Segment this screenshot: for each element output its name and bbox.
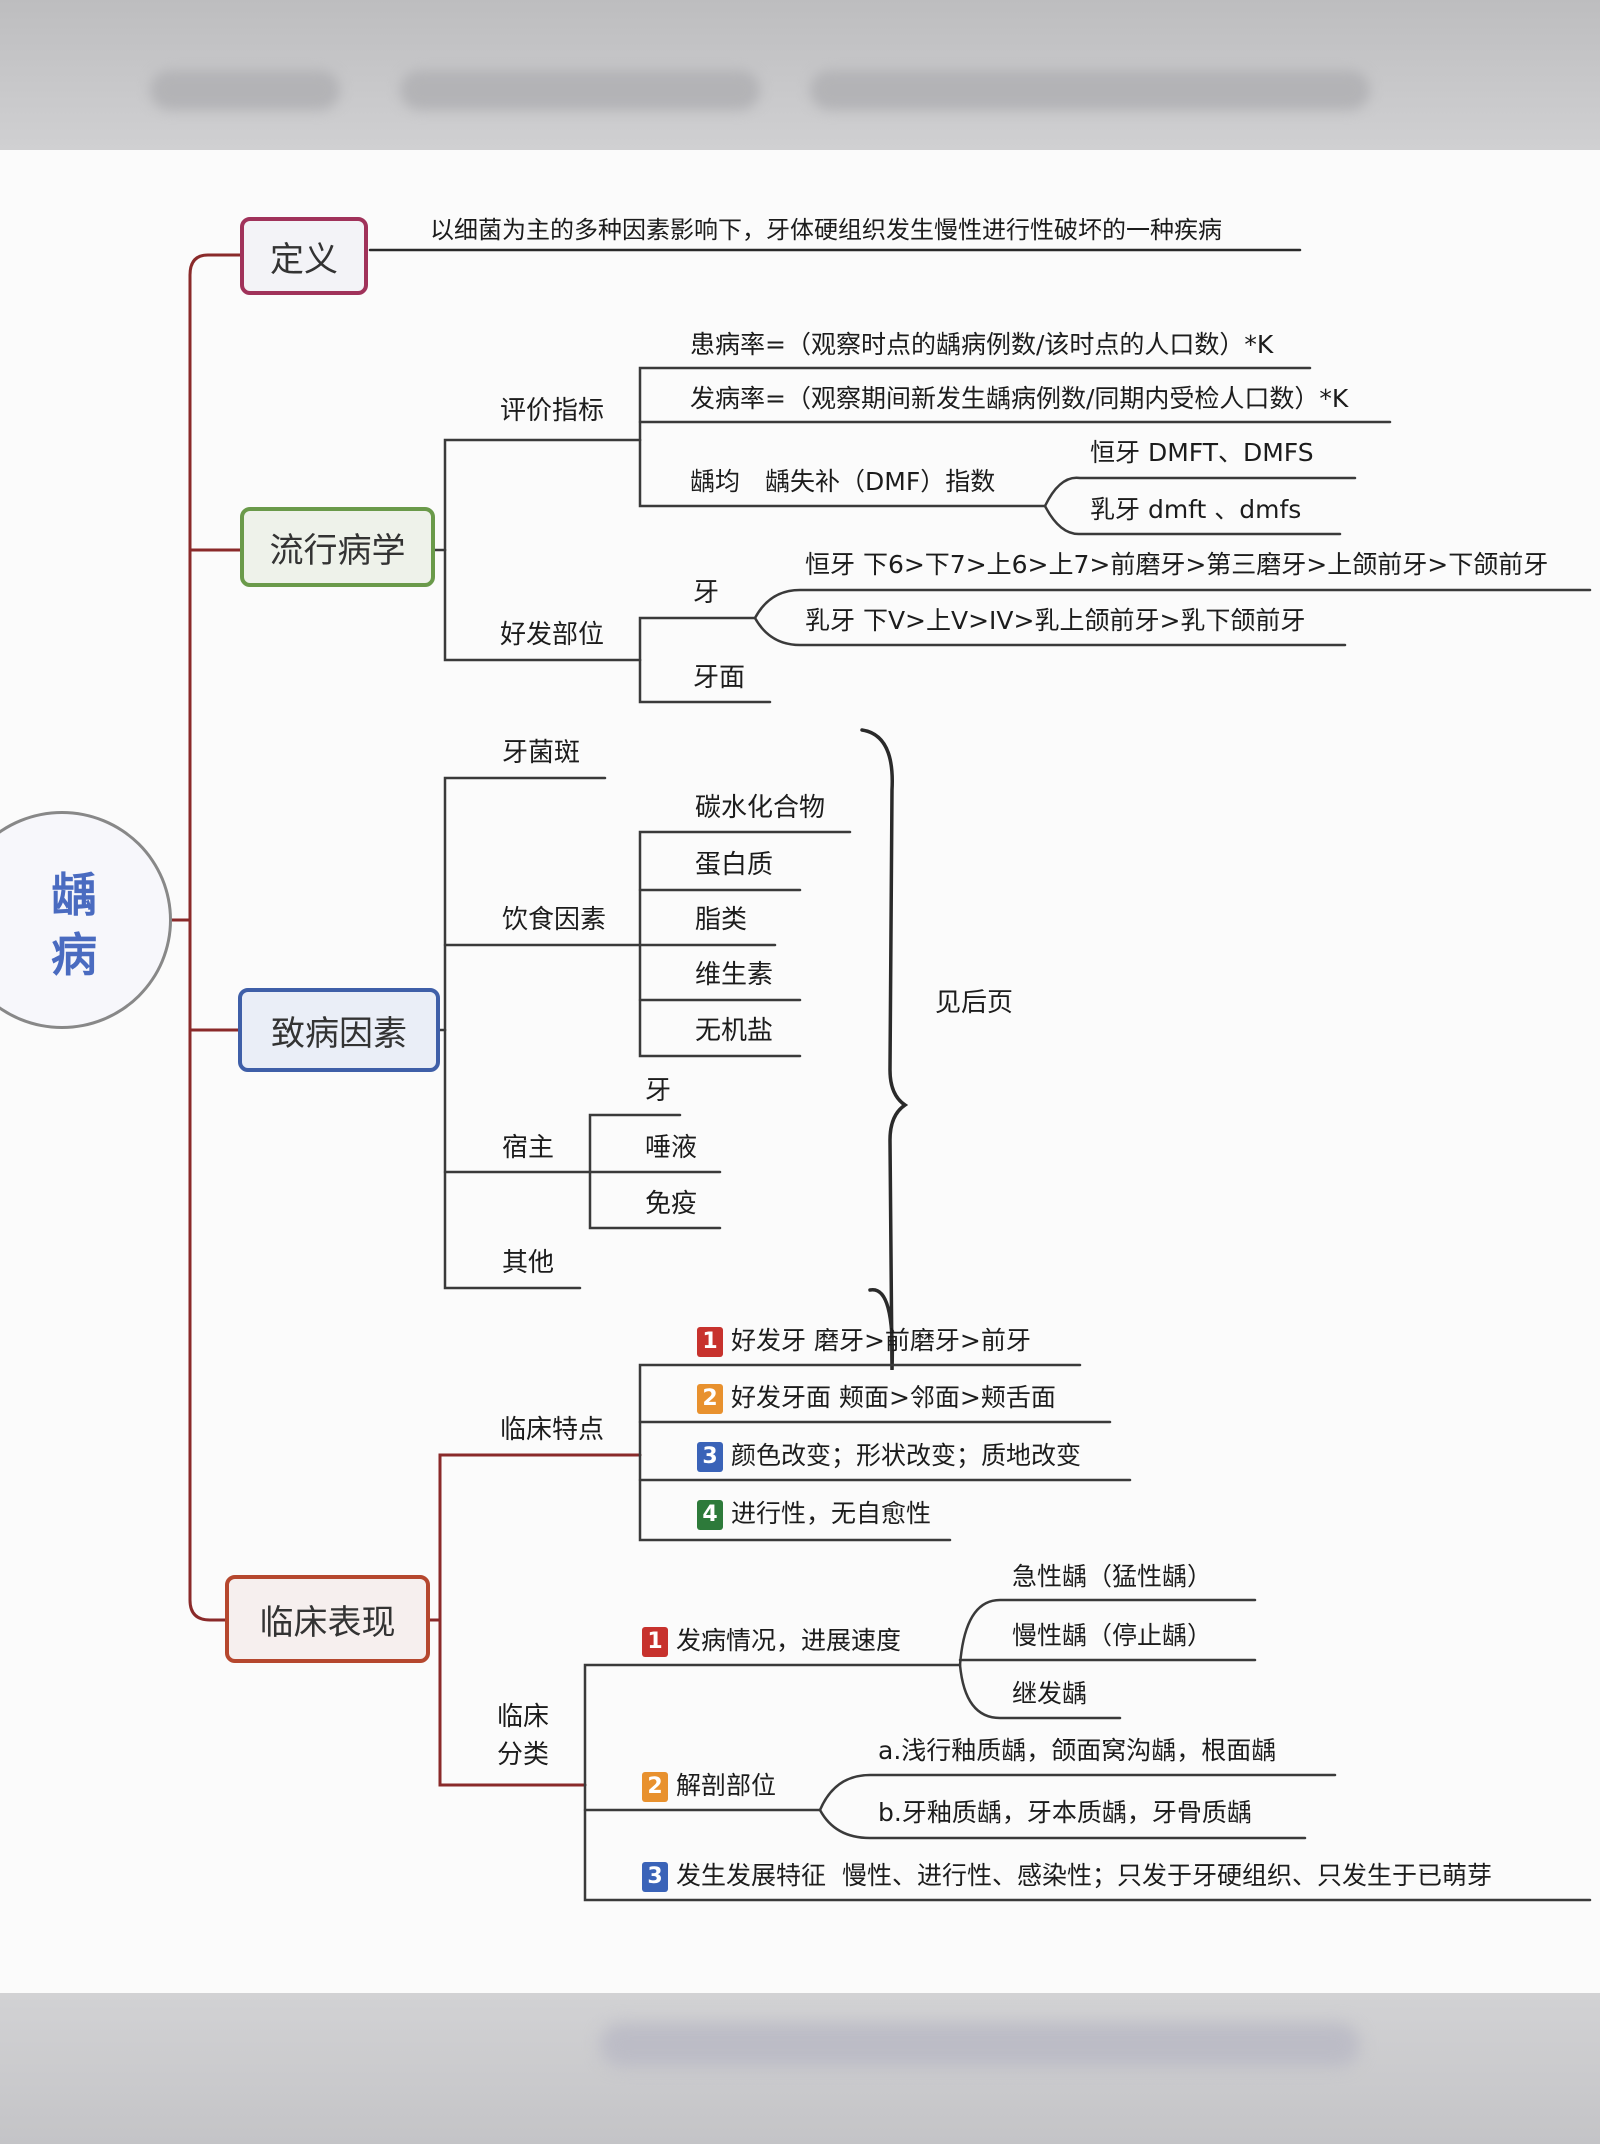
number-badge: 3 bbox=[697, 1442, 723, 1472]
prevalence-formula: 患病率=（观察时点的龋病例数/该时点的人口数）*K bbox=[690, 330, 1274, 359]
plaque-label: 牙菌斑 bbox=[502, 738, 581, 768]
incidence-formula: 发病率=（观察期间新发生龋病例数/同期内受检人口数）*K bbox=[690, 384, 1349, 413]
host-item: 唾液 bbox=[645, 1133, 698, 1163]
dmf-deciduous: 乳牙 dmft 、dmfs bbox=[1090, 495, 1302, 524]
dmf-index-label: 龋均 龋失补（DMF）指数 bbox=[690, 467, 996, 496]
feature-text: 好发牙 磨牙>前磨牙>前牙 bbox=[731, 1326, 1031, 1355]
see-next-page: 见后页 bbox=[935, 988, 1014, 1018]
root-label: 龋病 bbox=[51, 868, 97, 982]
development-item: 3 发生发展特征慢性、进行性、感染性；只发于牙硬组织、只发生于已萌芽 bbox=[642, 1862, 1492, 1892]
definition-label: 定义 bbox=[270, 239, 338, 280]
number-badge: 2 bbox=[697, 1384, 723, 1414]
epidemiology-node: 流行病学 bbox=[240, 507, 435, 587]
host-item: 牙 bbox=[645, 1076, 672, 1106]
classification-label: 临床 分类 bbox=[497, 1702, 550, 1770]
speed-item: 慢性龋（停止龋） bbox=[1012, 1621, 1213, 1650]
speed-label: 1 发病情况，进展速度 bbox=[642, 1627, 901, 1657]
number-badge: 4 bbox=[697, 1500, 723, 1530]
top-blurred-bar bbox=[0, 0, 1600, 150]
sites-tooth-label: 牙 bbox=[693, 578, 720, 608]
blurred-text bbox=[150, 70, 340, 110]
indicators-label: 评价指标 bbox=[500, 396, 605, 426]
anatomy-item: a.浅行釉质龋，颌面窝沟龋，根面龋 bbox=[878, 1736, 1277, 1765]
development-label: 发生发展特征 bbox=[676, 1861, 827, 1890]
feature-item: 4 进行性，无自愈性 bbox=[697, 1500, 931, 1530]
diet-item: 蛋白质 bbox=[695, 850, 774, 880]
number-badge: 3 bbox=[642, 1862, 668, 1892]
diet-item: 无机盐 bbox=[695, 1016, 774, 1046]
clinical-label: 临床表现 bbox=[259, 1602, 396, 1643]
blurred-text bbox=[600, 2023, 1360, 2067]
definition-text: 以细菌为主的多种因素影响下，牙体硬组织发生慢性进行性破坏的一种疾病 bbox=[430, 216, 1222, 244]
sites-permanent: 恒牙 下6>下7>上6>上7>前磨牙>第三磨牙>上颌前牙>下颌前牙 bbox=[805, 550, 1549, 579]
blurred-text bbox=[810, 70, 1370, 110]
dmf-permanent: 恒牙 DMFT、DMFS bbox=[1090, 438, 1314, 467]
sites-label: 好发部位 bbox=[500, 620, 605, 650]
speed-item: 急性龋（猛性龋） bbox=[1012, 1562, 1213, 1591]
development-text: 慢性、进行性、感染性；只发于牙硬组织、只发生于已萌芽 bbox=[842, 1861, 1493, 1890]
number-badge: 1 bbox=[642, 1627, 668, 1657]
sites-surface: 牙面 bbox=[693, 663, 746, 693]
feature-item: 1 好发牙 磨牙>前磨牙>前牙 bbox=[697, 1327, 1031, 1357]
diet-item: 碳水化合物 bbox=[695, 793, 826, 823]
feature-item: 2 好发牙面 颊面>邻面>颊舌面 bbox=[697, 1384, 1056, 1414]
number-badge: 2 bbox=[642, 1772, 668, 1802]
diet-item: 维生素 bbox=[695, 960, 774, 990]
host-item: 免疫 bbox=[645, 1189, 698, 1219]
epidemiology-label: 流行病学 bbox=[269, 530, 406, 571]
speed-text: 发病情况，进展速度 bbox=[676, 1626, 902, 1655]
number-badge: 1 bbox=[697, 1327, 723, 1357]
feature-text: 进行性，无自愈性 bbox=[731, 1499, 932, 1528]
feature-item: 3 颜色改变；形状改变；质地改变 bbox=[697, 1442, 1081, 1472]
speed-item: 继发龋 bbox=[1012, 1679, 1088, 1708]
etiology-label: 致病因素 bbox=[271, 1013, 407, 1054]
definition-node: 定义 bbox=[240, 217, 368, 295]
diet-item: 脂类 bbox=[695, 905, 748, 935]
anatomy-item: b.牙釉质龋，牙本质龋，牙骨质龋 bbox=[878, 1798, 1252, 1827]
mindmap-connectors bbox=[170, 248, 1592, 1902]
feature-text: 好发牙面 颊面>邻面>颊舌面 bbox=[731, 1383, 1056, 1412]
diet-label: 饮食因素 bbox=[502, 905, 607, 935]
sites-deciduous: 乳牙 下V>上V>IV>乳上颌前牙>乳下颌前牙 bbox=[805, 606, 1306, 635]
blurred-text bbox=[400, 70, 760, 110]
mindmap-paper: 龋病 定义 流行病学 致病因素 临床表现 以细菌为主的多种因素影响下，牙体硬组织… bbox=[0, 150, 1600, 1993]
other-label: 其他 bbox=[502, 1248, 555, 1278]
bottom-blurred-bar bbox=[0, 1993, 1600, 2144]
anatomy-text: 解剖部位 bbox=[676, 1771, 777, 1800]
etiology-node: 致病因素 bbox=[238, 988, 440, 1072]
feature-text: 颜色改变；形状改变；质地改变 bbox=[731, 1441, 1082, 1470]
clinical-node: 临床表现 bbox=[225, 1575, 430, 1663]
host-label: 宿主 bbox=[502, 1133, 555, 1163]
anatomy-label: 2 解剖部位 bbox=[642, 1772, 776, 1802]
features-label: 临床特点 bbox=[500, 1415, 605, 1445]
